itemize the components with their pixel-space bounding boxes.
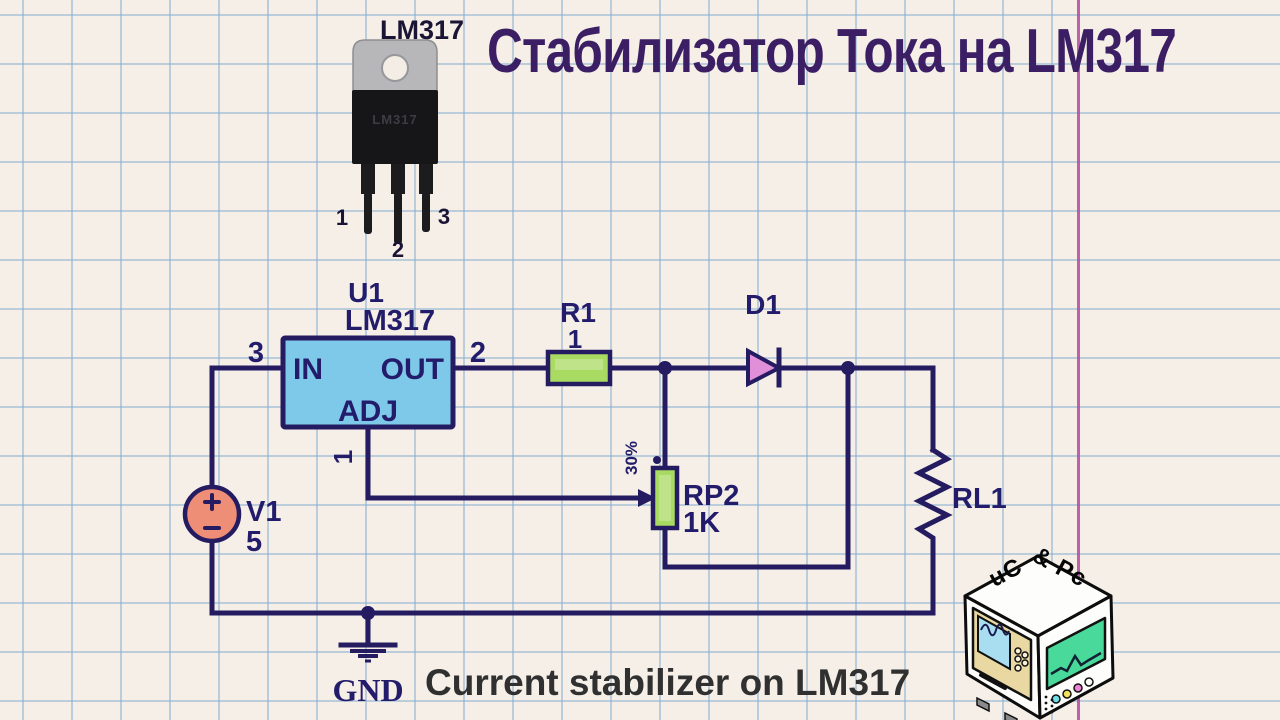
package-legs xyxy=(361,164,433,244)
v1-voltage-source: V1 5 xyxy=(182,484,281,558)
rl1-ref-label: RL1 xyxy=(952,483,1007,515)
rp2-wiper-percent-label: 30% xyxy=(622,441,641,475)
u1-regulator: U1 LM317 IN OUT ADJ 3 2 1 xyxy=(248,277,486,464)
package-body xyxy=(352,90,438,164)
d1-diode: D1 xyxy=(745,289,784,388)
package-pin1-label: 1 xyxy=(336,205,348,230)
r1-ref-label: R1 xyxy=(560,297,596,328)
package-body-text: LM317 xyxy=(372,112,417,127)
logo: uC & Pc xyxy=(963,548,1115,720)
logo-monitor-icon xyxy=(1044,616,1107,714)
gnd-label: GND xyxy=(332,672,403,708)
rl1-resistor-zigzag xyxy=(913,446,953,543)
circuit-wires xyxy=(209,365,953,644)
r1-resistor: R1 1 xyxy=(545,297,613,387)
u1-pin1-number: 1 xyxy=(328,450,358,464)
v1-ref-label: V1 xyxy=(246,496,281,528)
v1-value-label: 5 xyxy=(246,526,262,558)
package-mounting-hole xyxy=(381,54,409,82)
package-pin3-label: 3 xyxy=(438,204,450,229)
plus-sign xyxy=(203,493,221,511)
u1-pin2-number: 2 xyxy=(470,337,486,369)
margin-line xyxy=(1077,0,1080,720)
r1-value-label: 1 xyxy=(568,324,582,354)
u1-pin-in-label: IN xyxy=(293,353,323,386)
package-pin2-label: 2 xyxy=(392,237,404,262)
caption: Current stabilizer on LM317 xyxy=(425,662,911,703)
u1-ref-label: U1 xyxy=(348,277,384,308)
d1-ref-label: D1 xyxy=(745,289,781,320)
ground-symbol xyxy=(338,642,398,663)
u1-pin-adj-label: ADJ xyxy=(338,395,398,428)
rl1-load-resistor: RL1 xyxy=(952,483,1007,515)
rp2-ref-label: RP2 xyxy=(683,480,739,512)
rp2-potentiometer: RP2 1K 30% xyxy=(622,441,739,539)
wiper-arrowhead xyxy=(638,489,656,507)
lm317-package-illustration: LM317 LM317 1 2 3 xyxy=(336,15,464,262)
u1-pin-out-label: OUT xyxy=(381,353,444,386)
rp2-value-label: 1K xyxy=(683,507,720,539)
u1-part-label: LM317 xyxy=(345,305,435,337)
logo-oscilloscope-icon xyxy=(971,606,1033,720)
page-title: Стабилизатор Тока на LM317 xyxy=(487,17,1177,86)
u1-pin3-number: 3 xyxy=(248,337,264,369)
junction-dots xyxy=(361,361,855,620)
